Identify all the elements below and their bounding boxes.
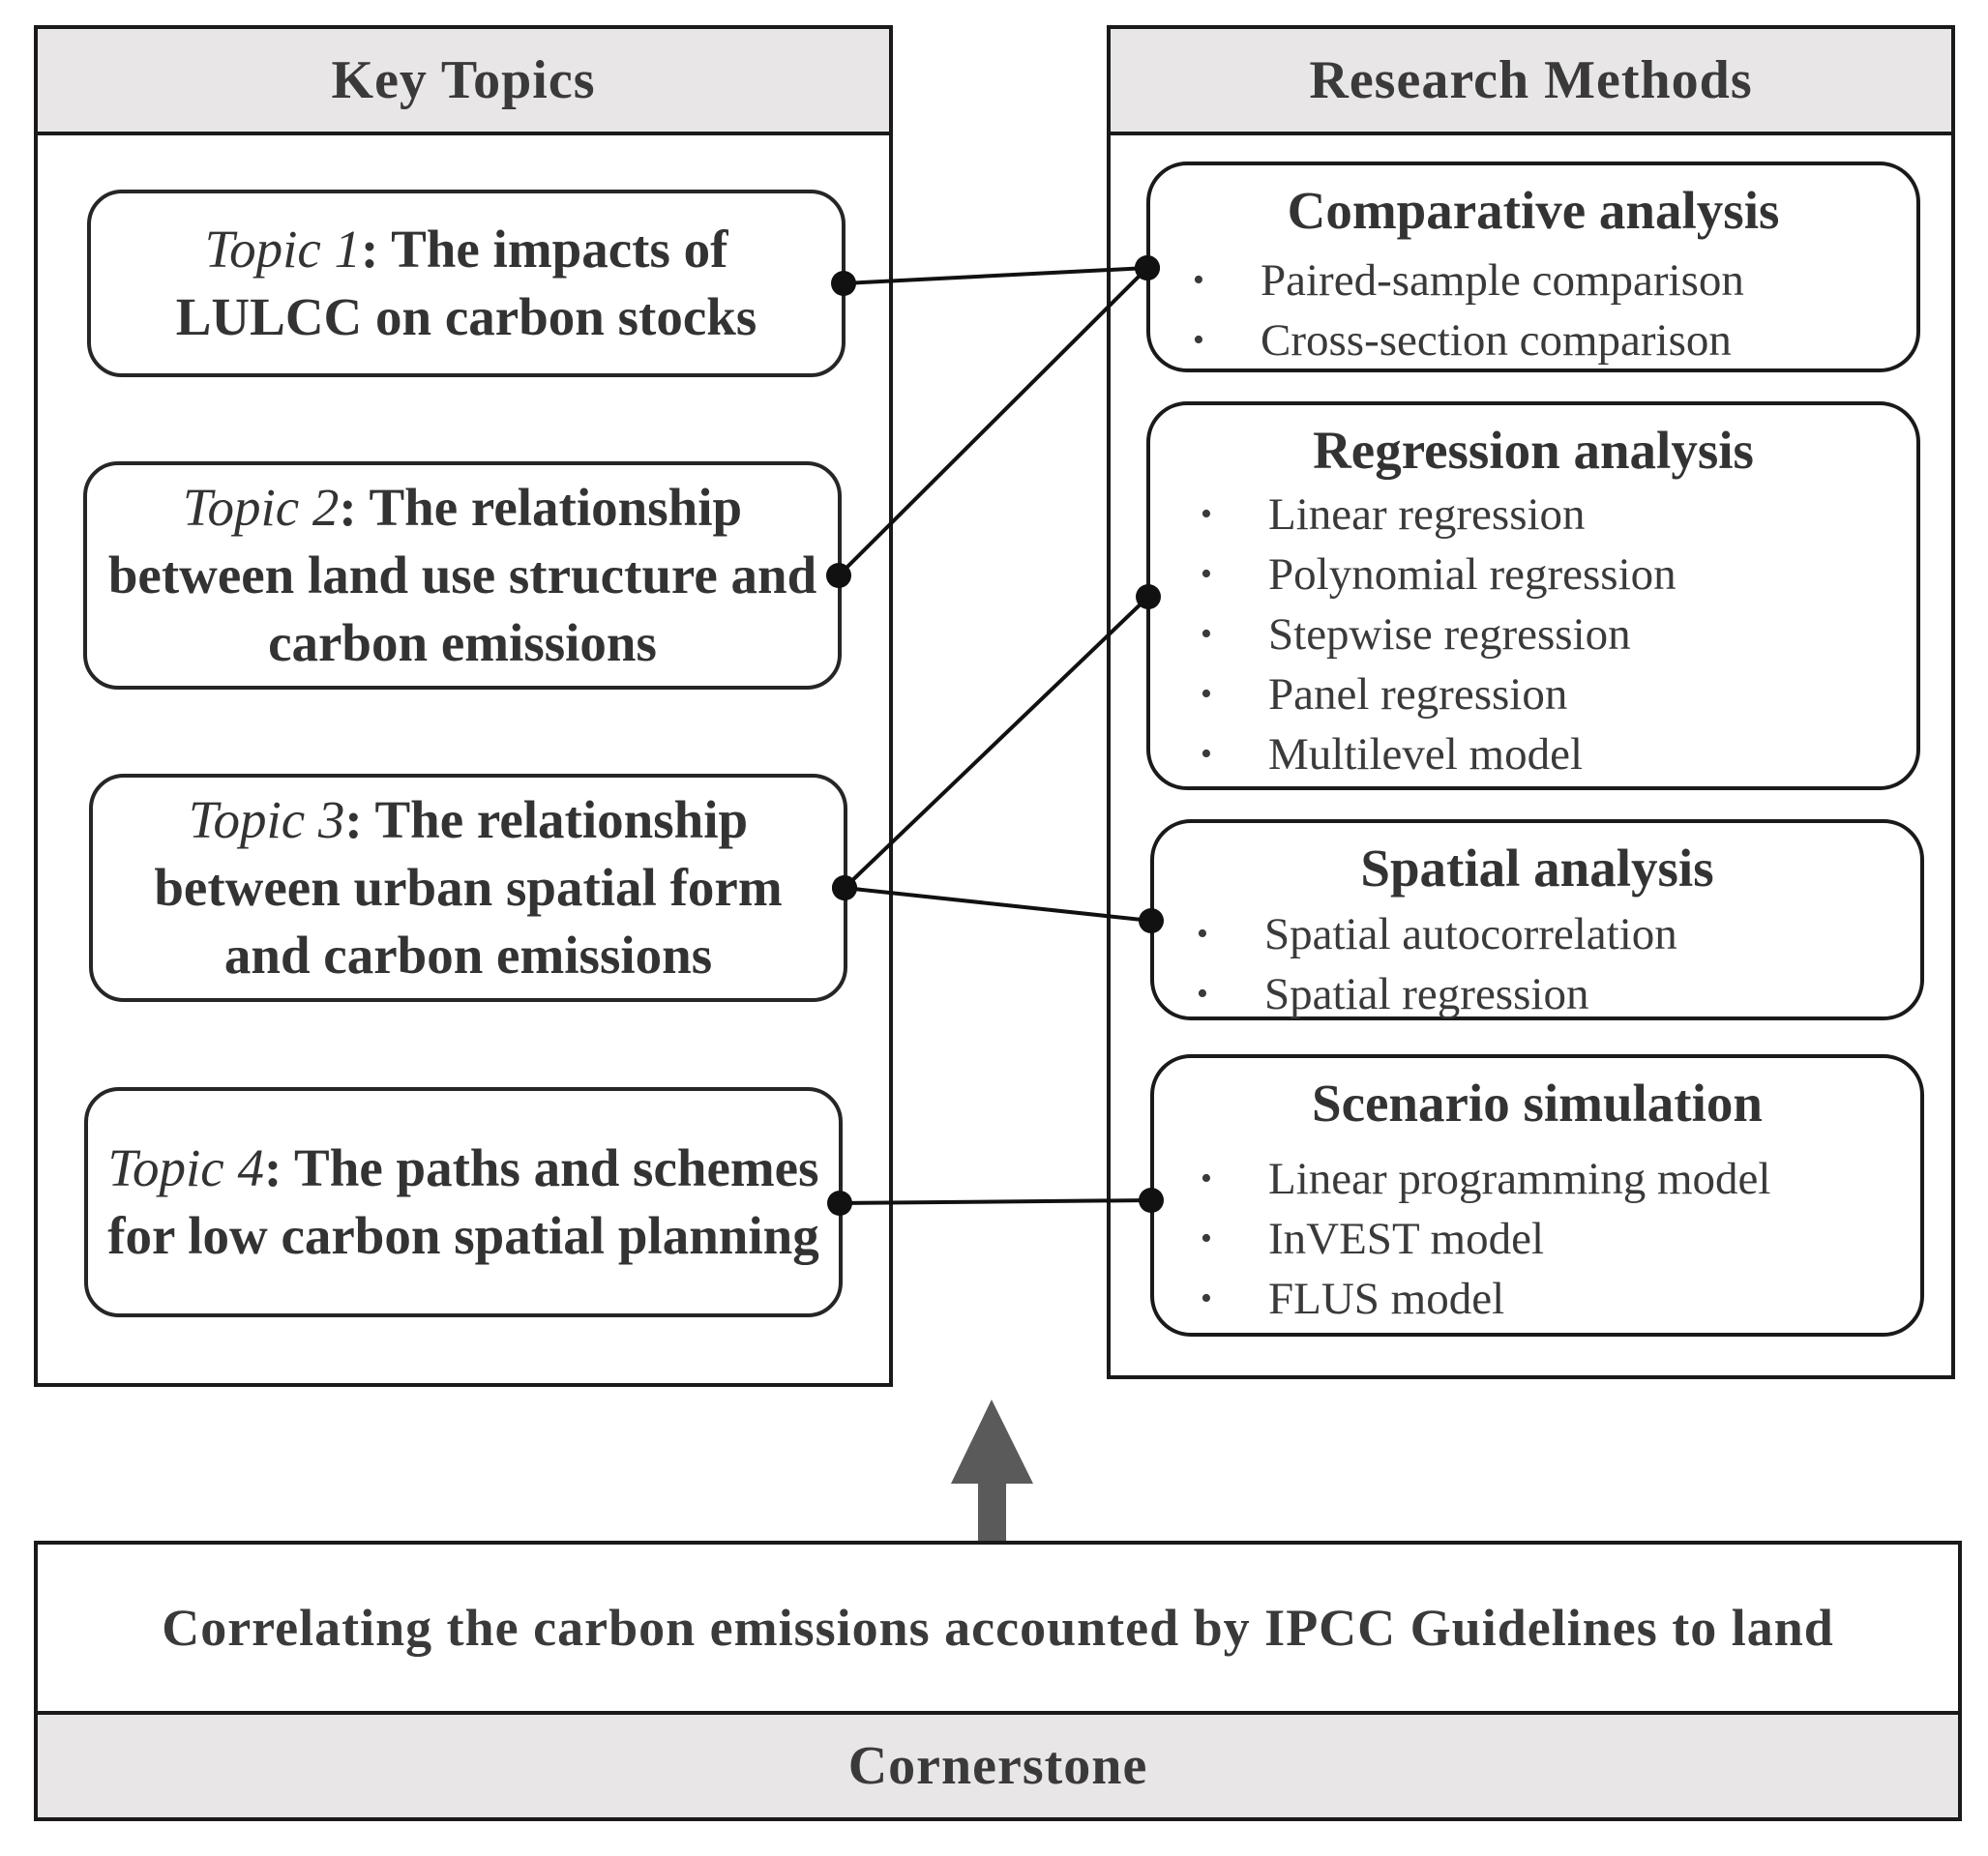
topic-3-box: Topic 3: The relationship between urban … bbox=[89, 774, 847, 1002]
list-item: •Stepwise regression bbox=[1201, 604, 1907, 664]
key-topics-header: Key Topics bbox=[38, 29, 889, 135]
method-list: •Paired-sample comparison •Cross-section… bbox=[1193, 250, 1907, 370]
method-title: Regression analysis bbox=[1313, 421, 1754, 480]
method-title: Spatial analysis bbox=[1360, 839, 1714, 898]
comparative-analysis-box: Comparative analysis •Paired-sample comp… bbox=[1146, 162, 1920, 372]
method-title: Comparative analysis bbox=[1287, 181, 1780, 240]
method-list: •Linear regression •Polynomial regressio… bbox=[1201, 485, 1907, 784]
bullet-icon: • bbox=[1201, 1221, 1212, 1256]
list-item: •Paired-sample comparison bbox=[1193, 250, 1907, 310]
bullet-icon: • bbox=[1201, 676, 1212, 712]
list-item: •Spatial autocorrelation bbox=[1197, 904, 1911, 964]
topic-1-name: Topic 1 bbox=[204, 220, 362, 279]
list-item: •Linear regression bbox=[1201, 485, 1907, 545]
topic-2-box: Topic 2: The relationship between land u… bbox=[83, 461, 842, 690]
list-item: •Polynomial regression bbox=[1201, 545, 1907, 604]
bullet-icon: • bbox=[1197, 916, 1208, 952]
bullet-icon: • bbox=[1197, 976, 1208, 1012]
list-item: •Cross-section comparison bbox=[1193, 310, 1907, 370]
bullet-icon: • bbox=[1201, 616, 1212, 652]
up-arrow-icon bbox=[951, 1399, 1033, 1543]
topic-1-text: : The impacts of LULCC on carbon stocks bbox=[175, 220, 757, 346]
research-methods-header: Research Methods bbox=[1111, 29, 1951, 135]
list-item: •Linear programming model bbox=[1201, 1149, 1911, 1209]
list-item: •InVEST model bbox=[1201, 1209, 1911, 1269]
bullet-icon: • bbox=[1201, 1161, 1212, 1196]
spatial-analysis-box: Spatial analysis •Spatial autocorrelatio… bbox=[1150, 819, 1924, 1020]
method-list: •Spatial autocorrelation •Spatial regres… bbox=[1197, 904, 1911, 1024]
list-item: •FLUS model bbox=[1201, 1269, 1911, 1329]
topic-3-text: : The relationship between urban spatial… bbox=[154, 790, 783, 985]
bullet-icon: • bbox=[1201, 556, 1212, 592]
topic-4-name: Topic 4 bbox=[107, 1138, 264, 1197]
method-title: Scenario simulation bbox=[1312, 1074, 1763, 1133]
scenario-simulation-box: Scenario simulation •Linear programming … bbox=[1150, 1054, 1924, 1337]
bullet-icon: • bbox=[1193, 322, 1204, 358]
topic-3-name: Topic 3 bbox=[188, 790, 345, 849]
topic-4-text: : The paths and schemes for low carbon s… bbox=[107, 1138, 819, 1265]
list-item: •Spatial regression bbox=[1197, 964, 1911, 1024]
bullet-icon: • bbox=[1201, 1281, 1212, 1316]
topic-2-name: Topic 2 bbox=[182, 478, 340, 537]
list-item: •Multilevel model bbox=[1201, 724, 1907, 784]
list-item: •Panel regression bbox=[1201, 664, 1907, 724]
bullet-icon: • bbox=[1201, 496, 1212, 532]
method-list: •Linear programming model •InVEST model … bbox=[1201, 1149, 1911, 1329]
cornerstone-text: Correlating the carbon emissions account… bbox=[162, 1599, 1834, 1657]
cornerstone-panel: Correlating the carbon emissions account… bbox=[34, 1541, 1962, 1821]
bullet-icon: • bbox=[1193, 262, 1204, 298]
bullet-icon: • bbox=[1201, 736, 1212, 772]
cornerstone-label: Cornerstone bbox=[38, 1711, 1958, 1817]
topic-1-box: Topic 1: The impacts of LULCC on carbon … bbox=[87, 190, 846, 377]
regression-analysis-box: Regression analysis •Linear regression •… bbox=[1146, 401, 1920, 790]
topic-2-text: : The relationship between land use stru… bbox=[107, 478, 817, 672]
topic-4-box: Topic 4: The paths and schemes for low c… bbox=[84, 1087, 843, 1317]
